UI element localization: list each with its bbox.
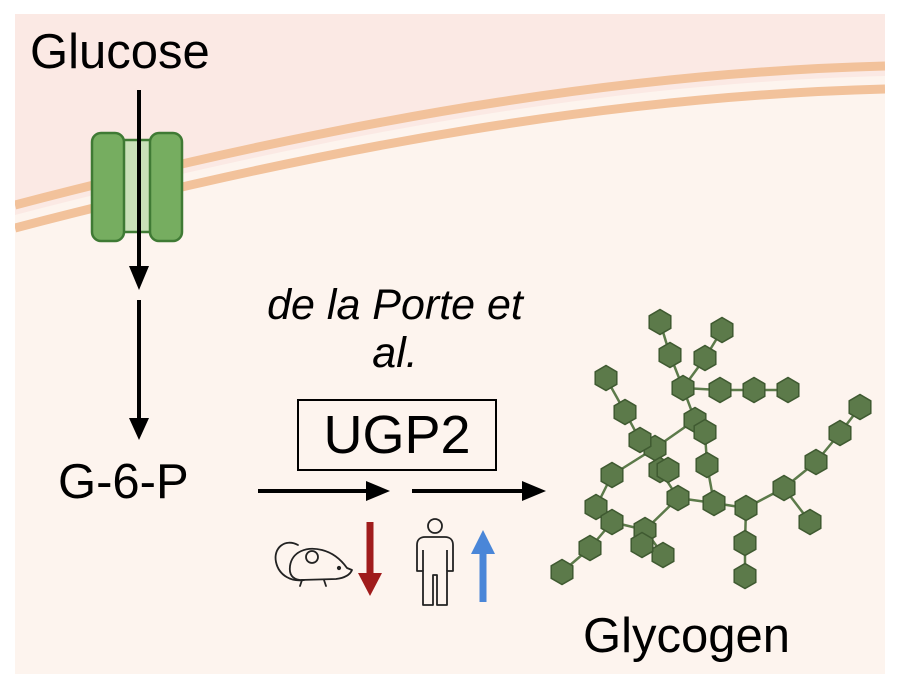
glucose-unit-hexagon	[594, 364, 618, 392]
glucose-unit-hexagon	[733, 529, 757, 557]
glucose-unit-hexagon	[628, 426, 652, 454]
glycogen-molecule-icon	[550, 308, 872, 590]
glucose-unit-hexagon	[734, 494, 758, 522]
glucose-unit-hexagon	[666, 484, 690, 512]
to-glycogen-arrow	[412, 481, 546, 501]
up-arrow-icon	[471, 530, 495, 602]
glucose-unit-hexagon	[693, 418, 717, 446]
ugp2-box	[297, 399, 497, 471]
glucose-unit-hexagon	[772, 474, 796, 502]
g6p-to-udp-glucose-arrow	[258, 481, 390, 501]
glucose-unit-hexagon	[798, 508, 822, 536]
glucose-unit-hexagon	[630, 531, 654, 559]
glucose-unit-hexagon	[693, 344, 717, 372]
down-arrow-icon	[358, 522, 382, 596]
glucose-unit-hexagon	[710, 316, 734, 344]
glucose-to-g6p-arrow	[129, 300, 149, 440]
glucose-unit-hexagon	[776, 376, 800, 404]
glucose-unit-hexagon	[733, 562, 757, 590]
glucose-unit-hexagon	[578, 534, 602, 562]
glucose-unit-hexagon	[742, 376, 766, 404]
glucose-unit-hexagon	[613, 398, 637, 426]
glucose-unit-hexagon	[702, 489, 726, 517]
glucose-unit-hexagon	[671, 374, 695, 402]
glucose-unit-hexagon	[848, 393, 872, 421]
glucose-unit-hexagon	[600, 508, 624, 536]
glucose-import-arrow	[129, 90, 149, 290]
human-icon	[416, 518, 454, 606]
glycogen-label: Glycogen	[583, 609, 791, 663]
glucose-unit-hexagon	[584, 493, 608, 521]
glucose-unit-hexagon	[804, 448, 828, 476]
glucose-unit-hexagon	[695, 451, 719, 479]
glucose-unit-hexagon	[550, 558, 574, 586]
glucose-label: Glucose	[30, 25, 210, 79]
glucose-unit-hexagon	[648, 308, 672, 336]
g6p-label: G-6-P	[58, 455, 189, 509]
glucose-unit-hexagon	[828, 419, 852, 447]
citation-label: de la Porte et al.	[267, 281, 523, 377]
glucose-unit-hexagon	[708, 376, 732, 404]
glucose-unit-hexagon	[656, 456, 680, 484]
mouse-icon	[274, 541, 353, 587]
glucose-unit-hexagon	[658, 341, 682, 369]
ugp2-label: UGP2	[323, 405, 471, 465]
glucose-unit-hexagon	[600, 461, 624, 489]
glucose-unit-hexagon	[651, 541, 675, 569]
